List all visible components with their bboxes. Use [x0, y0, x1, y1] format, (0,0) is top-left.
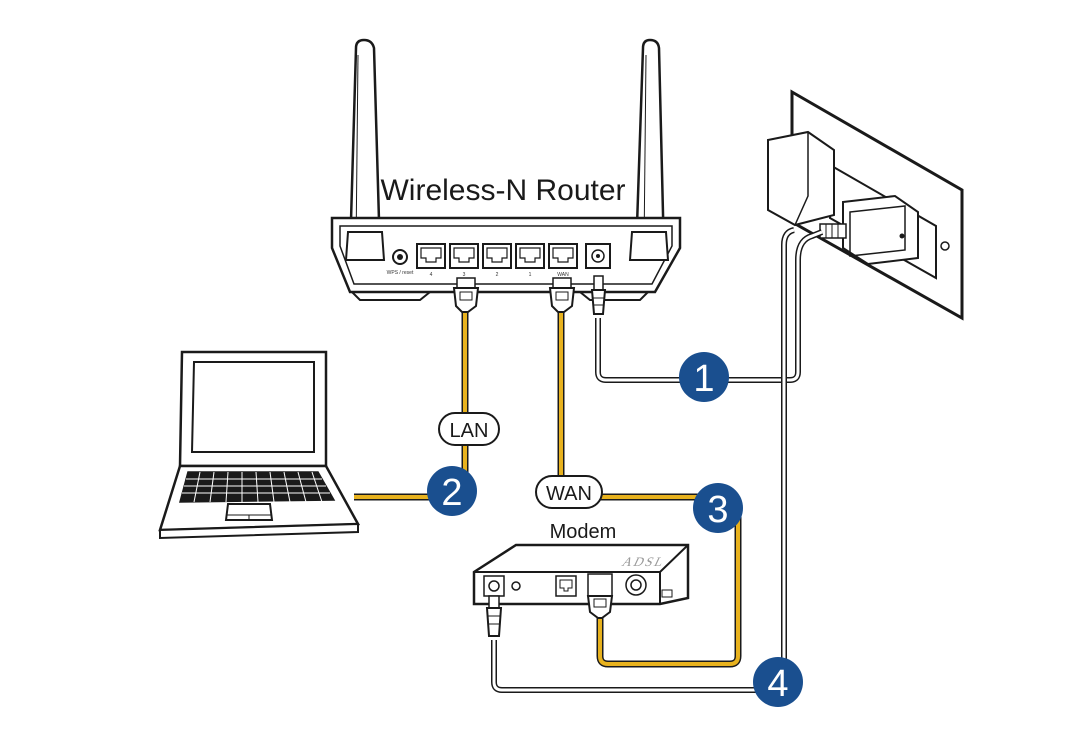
modem-power-plug [485, 595, 503, 637]
step-badge-2-label: 2 [441, 472, 462, 514]
modem-rj45-plug [586, 595, 614, 619]
modem-phone-port [555, 575, 577, 597]
lan-port-1-label: 1 [529, 272, 532, 278]
lan-port-2-label: 2 [496, 272, 499, 278]
power-cable-1 [595, 229, 824, 383]
wps-reset-button: WPS / reset [387, 249, 414, 276]
step-badge-3-label: 3 [707, 489, 728, 531]
wall-outlet [767, 89, 964, 321]
wireless-router: WPS / reset 4 3 2 1 WAN [330, 38, 682, 315]
modem-led [661, 589, 673, 598]
step-badge-1-label: 1 [693, 358, 714, 400]
wan-port-label: WAN [557, 272, 569, 278]
lan-rj45-plug [452, 277, 480, 313]
modem-dc-in-port [483, 575, 505, 597]
modem-brand-label: ADSL [620, 555, 669, 569]
wan-cable-tag-label: WAN [546, 483, 592, 505]
router-dc-in-port [585, 243, 611, 269]
router-power-plug [590, 275, 607, 315]
modem-coax-port [625, 574, 647, 596]
router-power-adapter [767, 130, 835, 227]
lan-port-4-label: 4 [430, 272, 433, 278]
wan-cable-tag: WAN [535, 475, 603, 509]
router-antenna-right [634, 38, 666, 257]
lan-port-3-label: 3 [463, 272, 466, 278]
lan-port-1: 1 [515, 243, 545, 278]
power-cable-4 [491, 227, 795, 693]
laptop-computer [158, 350, 361, 540]
modem-reset-button [511, 581, 521, 591]
router-antenna-left [348, 38, 382, 257]
lan-port-4: 4 [416, 243, 446, 278]
step-badge-1: 1 [679, 352, 729, 402]
wan-rj45-plug [548, 277, 576, 313]
lan-port-3: 3 [449, 243, 479, 278]
step-badge-4: 4 [753, 657, 803, 707]
lan-port-2: 2 [482, 243, 512, 278]
wan-port: WAN [548, 243, 578, 278]
step-badge-2: 2 [427, 466, 477, 516]
lan-cable-tag: LAN [438, 412, 500, 446]
router-title: Wireless-N Router [380, 174, 625, 207]
modem-ethernet-port [587, 573, 613, 597]
lan-cable-tag-label: LAN [450, 420, 489, 442]
wps-reset-label: WPS / reset [387, 270, 414, 276]
adsl-modem: ADSL Modem [472, 521, 690, 637]
modem-title: Modem [550, 521, 617, 543]
modem-power-adapter [819, 194, 919, 266]
step-badge-3: 3 [693, 483, 743, 533]
step-badge-4-label: 4 [767, 663, 788, 705]
